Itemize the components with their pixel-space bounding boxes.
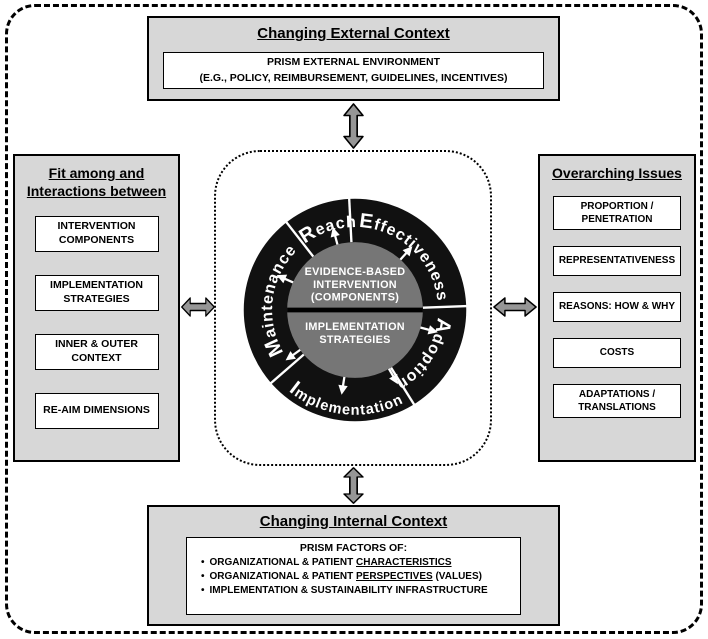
external-context-panel: Changing External Context PRISM EXTERNAL… xyxy=(147,16,560,101)
factor-1-underlined: CHARACTERISTICS xyxy=(356,557,452,568)
reaim-wheel: EVIDENCE-BASED INTERVENTION (COMPONENTS)… xyxy=(243,197,468,422)
core-text-line: (COMPONENTS) xyxy=(311,292,399,304)
item-costs: COSTS xyxy=(553,337,681,368)
segment-divider xyxy=(390,366,416,406)
right-connector-arrow-icon xyxy=(493,297,537,317)
core-text-line: INTERVENTION xyxy=(313,279,397,291)
segment-divider xyxy=(422,304,468,309)
fit-interactions-title: Fit among and Interactions between xyxy=(15,165,178,201)
dashed-outer-border xyxy=(5,4,703,634)
item-adaptations-translations: ADAPTATIONS / TRANSLATIONS xyxy=(553,383,681,418)
external-context-title: Changing External Context xyxy=(257,25,450,42)
internal-context-title: Changing Internal Context xyxy=(259,513,448,530)
left-connector-arrow-icon xyxy=(181,297,215,317)
bottom-connector-arrow-icon xyxy=(343,467,364,504)
segment-divider xyxy=(347,197,353,243)
item-proportion-penetration: PROPORTION / PENETRATION xyxy=(553,195,681,230)
fit-title-line2: Interactions between xyxy=(26,182,167,199)
prism-factors-box: PRISM FACTORS OF: • ORGANIZATIONAL & PATI… xyxy=(186,537,521,615)
item-intervention-components: INTERVENTION COMPONENTS xyxy=(34,215,159,252)
factor-1-pre: ORGANIZATIONAL & PATIENT xyxy=(209,557,356,568)
factor-2-underlined: PERSPECTIVES xyxy=(356,570,433,582)
overarching-issues-panel: Overarching Issues PROPORTION / PENETRAT… xyxy=(538,154,696,462)
fit-interactions-panel: Fit among and Interactions between INTER… xyxy=(13,154,180,462)
core-text-line: EVIDENCE-BASED xyxy=(305,266,406,278)
segment-dividers xyxy=(269,197,468,406)
bullet-icon: • xyxy=(201,584,205,596)
bullet-icon: • xyxy=(201,570,205,582)
prism-factors-heading: PRISM FACTORS OF: xyxy=(299,542,408,554)
core-text-line: STRATEGIES xyxy=(319,334,390,346)
top-connector-arrow-icon xyxy=(343,103,364,149)
factor-line-infrastructure: • IMPLEMENTATION & SUSTAINABILITY INFRAST… xyxy=(187,584,520,598)
external-environment-line1: PRISM EXTERNAL ENVIRONMENT xyxy=(266,55,441,68)
adoption-initial: A xyxy=(430,316,454,335)
factor-2-pre: ORGANIZATIONAL & PATIENT xyxy=(209,570,356,582)
item-inner-outer-context: INNER & OUTER CONTEXT xyxy=(34,333,159,370)
factor-2-post: (VALUES) xyxy=(432,570,482,582)
reaim-dotted-boundary: EVIDENCE-BASED INTERVENTION (COMPONENTS)… xyxy=(214,150,492,466)
factor-line-characteristics: • ORGANIZATIONAL & PATIENT CHARACTERISTIC… xyxy=(187,556,520,570)
bullet-icon: • xyxy=(201,557,205,568)
factor-line-perspectives: • ORGANIZATIONAL & PATIENT PERSPECTIVES (… xyxy=(187,570,520,584)
segment-divider xyxy=(284,220,315,258)
item-representativeness: REPRESENTATIVENESS xyxy=(553,245,681,276)
item-reasons-how-why: REASONS: HOW & WHY xyxy=(553,291,681,322)
fit-title-line1: Fit among and xyxy=(48,165,145,181)
overarching-issues-items: PROPORTION / PENETRATION REPRESENTATIVEN… xyxy=(540,195,694,418)
fit-interactions-items: INTERVENTION COMPONENTS IMPLEMENTATION S… xyxy=(15,215,178,429)
overarching-issues-title: Overarching Issues xyxy=(552,165,682,181)
item-reaim-dimensions: RE-AIM DIMENSIONS xyxy=(34,392,159,429)
prism-external-environment-box: PRISM EXTERNAL ENVIRONMENT (E.G., POLICY… xyxy=(163,52,544,89)
internal-context-panel: Changing Internal Context PRISM FACTORS … xyxy=(147,505,560,626)
external-environment-line2: (E.G., POLICY, REIMBURSEMENT, GUIDELINES… xyxy=(199,71,508,84)
segment-divider xyxy=(269,353,305,385)
item-implementation-strategies: IMPLEMENTATION STRATEGIES xyxy=(34,274,159,311)
effectiveness-initial: E xyxy=(358,210,375,234)
core-text-line: IMPLEMENTATION xyxy=(305,321,405,333)
factor-3-pre: IMPLEMENTATION & SUSTAINABILITY INFRASTR… xyxy=(209,584,488,596)
